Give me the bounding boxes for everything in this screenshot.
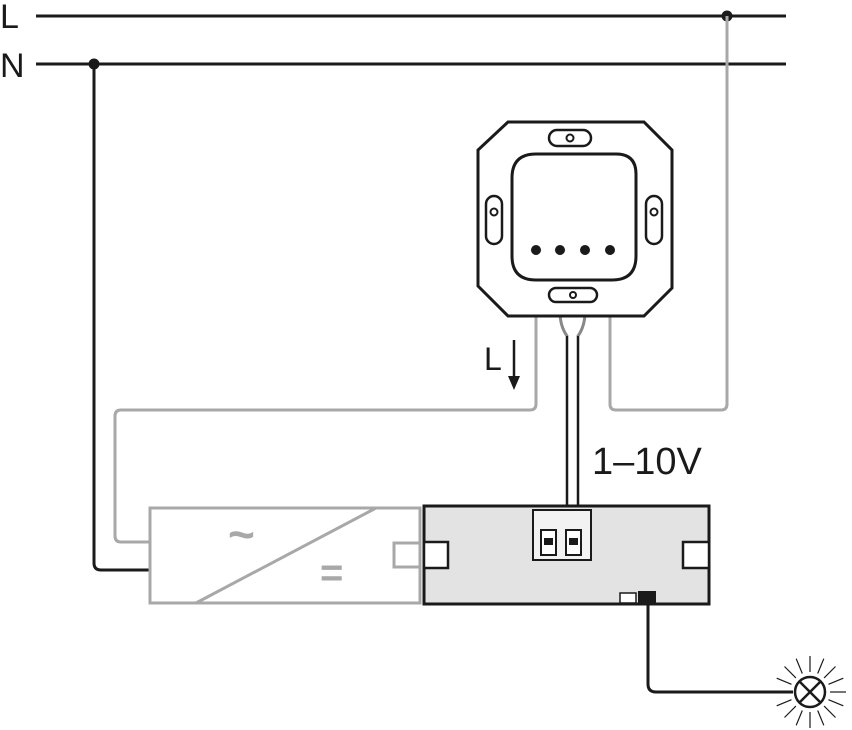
control-connector-right: [681, 540, 711, 570]
mains-lines: [36, 14, 786, 66]
mounting-slot-top: [547, 128, 593, 148]
lamp-ray: [817, 710, 825, 726]
lamp-ray: [823, 705, 836, 718]
power-supply-unit: ~ =: [148, 506, 422, 605]
lamp-rays: [774, 656, 846, 728]
wire-l-to-dimmer: [608, 16, 729, 412]
dimmer-unit: [476, 120, 674, 318]
lamp-ray: [795, 658, 803, 674]
grey-wires: [113, 16, 729, 544]
arrow-down-icon: [508, 340, 520, 390]
output-terminal-right: [638, 591, 656, 604]
lamp-icon: [774, 656, 846, 728]
dimmer-inner-insert: [510, 152, 638, 282]
mounting-slot-left: [484, 194, 504, 246]
lamp-ray: [795, 710, 803, 726]
psu-diagonal: [195, 506, 377, 605]
lamp-ray: [828, 699, 844, 707]
dimmer-terminals: [531, 245, 615, 255]
terminal-3: [580, 245, 590, 255]
control-connector-left: [422, 540, 450, 570]
psu-dc-symbol: =: [320, 551, 343, 595]
wire-dimmer-to-psu: [113, 250, 538, 544]
terminal-2: [555, 245, 565, 255]
psu-connector: [392, 541, 422, 569]
mounting-slot-bottom: [547, 286, 599, 304]
psu-ac-symbol: ~: [228, 508, 255, 560]
lamp-ray: [828, 677, 844, 685]
label-l: L: [0, 0, 19, 36]
lamp-ray: [784, 666, 797, 679]
wire-n-to-psu: [92, 64, 150, 572]
wire-to-lamp: [646, 604, 793, 694]
lamp-ray: [823, 666, 836, 679]
lamp-ray: [784, 705, 797, 718]
output-terminal-left: [619, 592, 637, 604]
lamp-ray: [817, 658, 825, 674]
label-control-voltage: 1–10V: [592, 441, 703, 483]
terminal-4: [605, 245, 615, 255]
control-unit: [422, 504, 711, 606]
label-switched-live: L: [484, 341, 502, 377]
mounting-slot-right: [644, 194, 664, 246]
lamp-ray: [776, 699, 792, 707]
terminal-1: [531, 245, 541, 255]
lamp-ray: [776, 677, 792, 685]
label-n: N: [0, 47, 25, 85]
